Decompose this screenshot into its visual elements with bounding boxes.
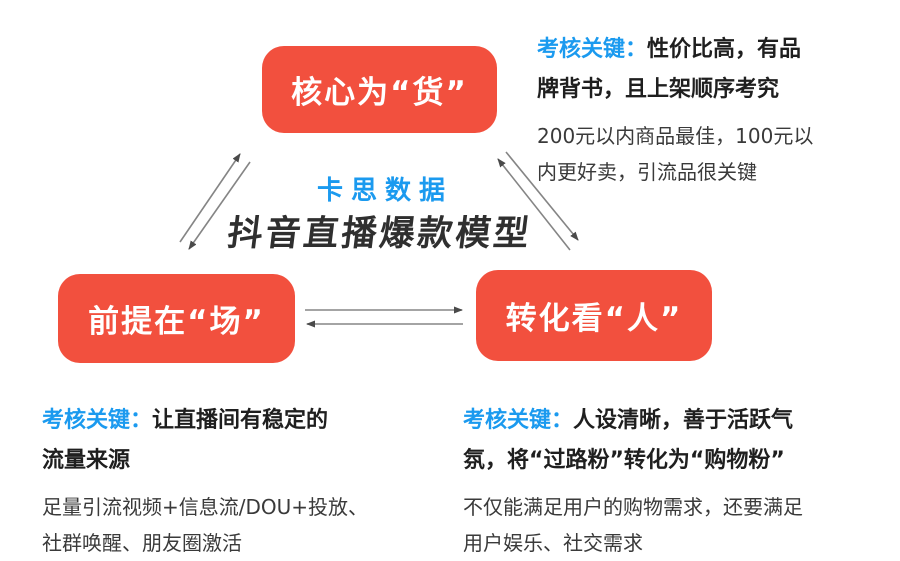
annotation-people-detail: 不仅能满足用户的购物需求，还要满足 用户娱乐、社交需求 bbox=[463, 495, 803, 555]
annotation-goods-detail: 200元以内商品最佳，100元以 内更好卖，引流品很关键 bbox=[537, 124, 814, 184]
node-goods-label: 核心为“货” bbox=[291, 75, 468, 111]
annotation-venue-detail: 足量引流视频+信息流/DOU+投放、 社群唤醒、朋友圈激活 bbox=[42, 495, 369, 555]
node-people-label: 转化看“人” bbox=[505, 301, 683, 337]
annotation-goods: 考核关键：性价比高，有品 牌背书，且上架顺序考究 200元以内商品最佳，100元… bbox=[537, 30, 887, 190]
annotation-venue-highlight: 让直播间有稳定的 流量来源 bbox=[42, 408, 329, 473]
annotation-goods-bold: 考核关键：性价比高，有品 牌背书，且上架顺序考究 bbox=[537, 30, 887, 110]
annotation-venue: 考核关键：让直播间有稳定的 流量来源 足量引流视频+信息流/DOU+投放、 社群… bbox=[42, 401, 442, 561]
annotation-venue-bold: 考核关键：让直播间有稳定的 流量来源 bbox=[42, 401, 442, 481]
annotation-goods-highlight: 性价比高，有品 牌背书，且上架顺序考究 bbox=[537, 37, 802, 102]
annotation-people-highlight: 人设清晰，善于活跃气 氛，将“过路粉”转化为“购物粉” bbox=[463, 408, 794, 473]
annotation-goods-label: 考核关键： bbox=[537, 37, 648, 62]
annotation-people-label: 考核关键： bbox=[463, 408, 574, 433]
node-goods: 核心为“货” bbox=[262, 46, 497, 133]
annotation-venue-label: 考核关键： bbox=[42, 408, 153, 433]
brand-label: 卡思数据 bbox=[316, 176, 453, 206]
annotation-people: 考核关键：人设清晰，善于活跃气 氛，将“过路粉”转化为“购物粉” 不仅能满足用户… bbox=[463, 401, 893, 561]
diagram-title: 抖音直播爆款模型 bbox=[225, 214, 535, 254]
annotation-people-bold: 考核关键：人设清晰，善于活跃气 氛，将“过路粉”转化为“购物粉” bbox=[463, 401, 893, 481]
node-venue: 前提在“场” bbox=[58, 274, 295, 363]
node-venue-label: 前提在“场” bbox=[88, 304, 265, 340]
node-people: 转化看“人” bbox=[476, 270, 712, 361]
